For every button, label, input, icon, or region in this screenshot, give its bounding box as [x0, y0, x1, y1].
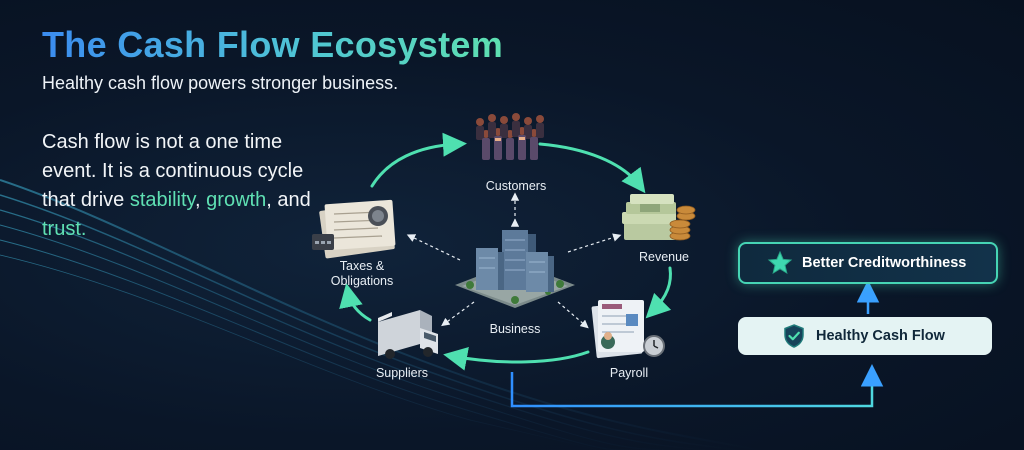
connector-business-payroll [557, 301, 589, 329]
label-taxes-obligations: Taxes & Obligations [330, 259, 394, 288]
page-subtitle: Healthy cash flow powers stronger busine… [42, 73, 399, 93]
label-suppliers: Suppliers [375, 366, 429, 380]
taxes-illustration [312, 199, 396, 259]
intro-text-1: Cash flow is not a one time event. It is… [42, 131, 304, 211]
cycle-arrows [339, 132, 672, 371]
intro-text-3: , and [266, 189, 311, 211]
arrow-customers-to-revenue [538, 142, 646, 194]
connector-business-revenue [567, 233, 622, 253]
intro-text-2: , [195, 189, 207, 211]
star-icon [767, 250, 793, 275]
revenue-illustration [622, 194, 696, 241]
connector-business-suppliers [441, 301, 475, 327]
page-title: The Cash Flow Ecosystem [42, 24, 504, 65]
arrow-taxes-to-customers [370, 132, 467, 188]
healthy-cash-flow-card: Healthy Cash Flow [738, 317, 992, 355]
highlight-trust: trust. [42, 218, 87, 240]
connector-business-taxes [406, 234, 461, 261]
better-creditworthiness-card: Better Creditworthiness [738, 242, 998, 284]
label-revenue: Revenue [638, 250, 690, 264]
connector-to-healthy-cash-flow [510, 364, 884, 408]
highlight-stability: stability [129, 189, 196, 211]
customers-illustration [476, 113, 544, 160]
arrow-payroll-to-suppliers [443, 346, 590, 371]
arrow-suppliers-to-taxes [339, 283, 372, 322]
business-illustration [455, 230, 575, 308]
suppliers-illustration [378, 310, 438, 359]
highlight-growth: growth [206, 189, 267, 211]
label-business: Business [489, 322, 541, 336]
shield-check-icon [784, 324, 804, 348]
label-customers: Customers [485, 179, 547, 193]
intro-paragraph: Cash flow is not a one time event. It is… [42, 128, 342, 244]
business-connectors [406, 192, 622, 329]
arrow-revenue-to-payroll [645, 266, 672, 319]
healthy-cash-flow-label: Healthy Cash Flow [816, 328, 945, 344]
label-payroll: Payroll [609, 366, 649, 380]
creditworthiness-label: Better Creditworthiness [802, 255, 967, 271]
payroll-illustration [591, 300, 665, 359]
